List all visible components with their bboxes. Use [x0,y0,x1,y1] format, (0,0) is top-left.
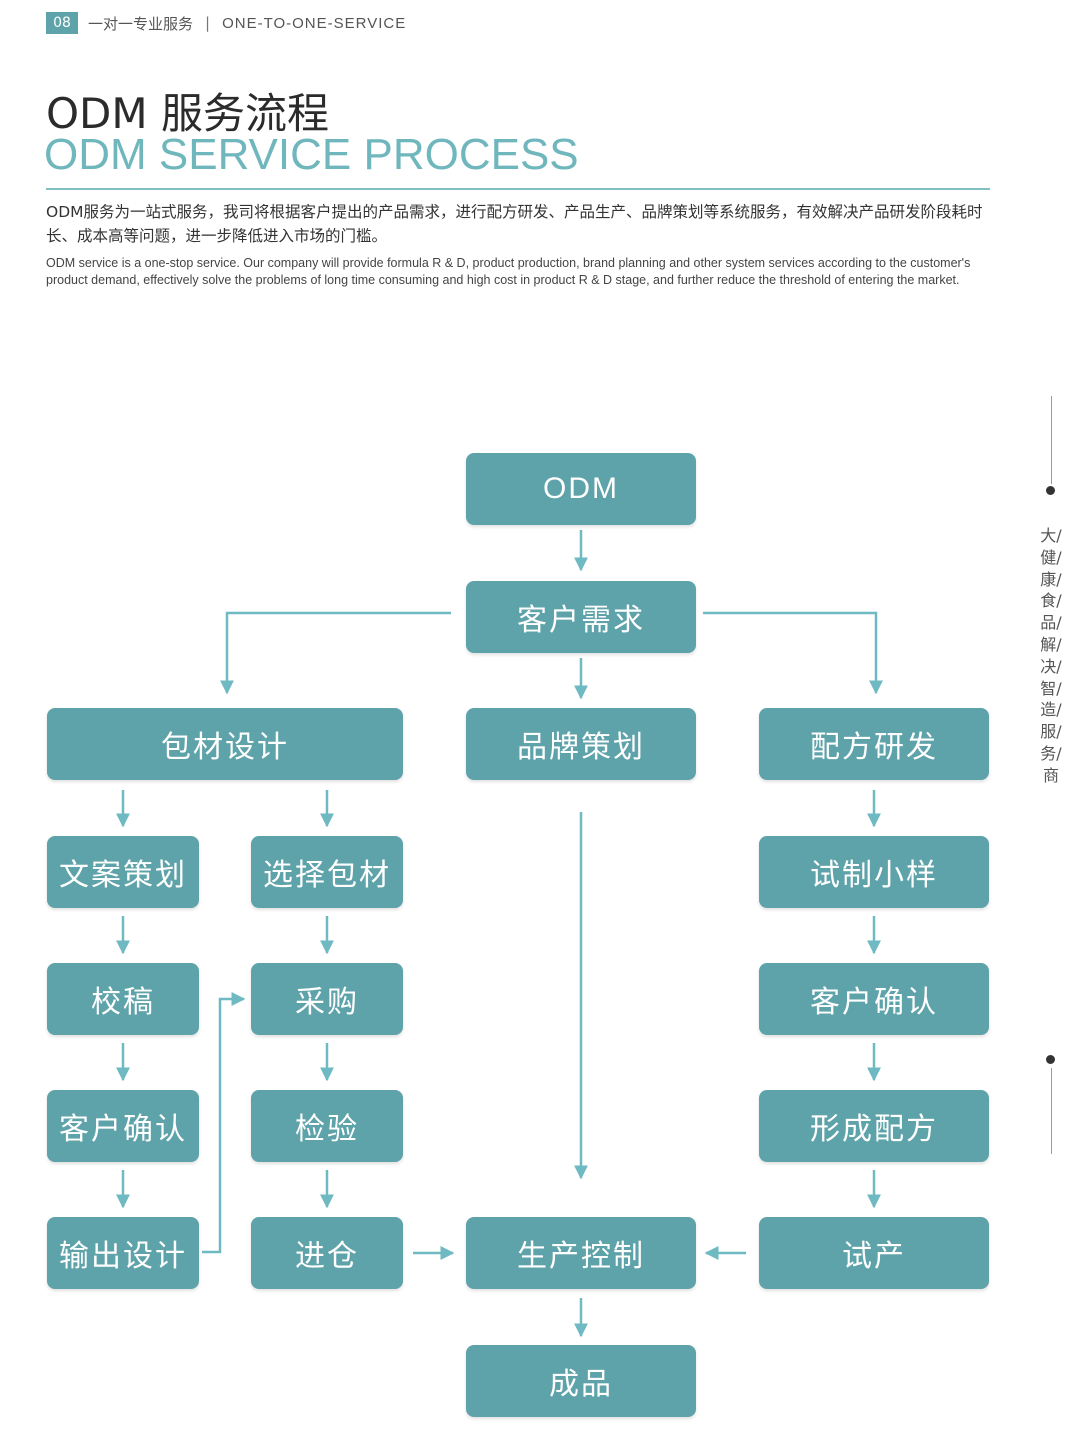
node-trial-sample: 试制小样 [759,836,989,908]
description-cn: ODM服务为一站式服务，我司将根据客户提出的产品需求，进行配方研发、产品生产、品… [46,203,983,245]
page-title-en: ODM SERVICE PROCESS [44,130,579,179]
node-finished-product: 成品 [466,1345,696,1417]
node-proofreading: 校稿 [47,963,199,1035]
node-warehousing: 进仓 [251,1217,403,1289]
node-copywriting: 文案策划 [47,836,199,908]
node-brand-planning: 品牌策划 [466,708,696,780]
title-divider [46,188,990,190]
node-packaging-design: 包材设计 [47,708,403,780]
node-customer-confirm-left: 客户确认 [47,1090,199,1162]
header-bar: 08 一对一专业服务 | ONE-TO-ONE-SERVICE [46,12,406,34]
header-separator: | [205,14,211,32]
sidebar-dot-top [1046,486,1055,495]
node-customer-confirm-right: 客户确认 [759,963,989,1035]
node-output-design: 输出设计 [47,1217,199,1289]
sidebar-dot-bottom [1046,1055,1055,1064]
node-trial-production: 试产 [759,1217,989,1289]
page-title-cn: ODM 服务流程 [46,89,329,138]
section-title-cn: 一对一专业服务 [88,14,194,33]
description-en: ODM service is a one-stop service. Our c… [46,256,971,287]
node-select-packaging: 选择包材 [251,836,403,908]
sidebar-line-top [1051,396,1052,484]
arrow-demand-to-packaging [220,611,451,695]
page-number: 08 [46,12,78,34]
sidebar-line-bottom [1051,1068,1052,1154]
node-formula-rd: 配方研发 [759,708,989,780]
sidebar-vertical-text: 大/健/康/食/品/解/决/智/造/服/务/商 [1040,526,1062,785]
node-purchasing: 采购 [251,963,403,1035]
section-title-en: ONE-TO-ONE-SERVICE [222,14,407,32]
arrow-output-to-purchasing [202,992,246,1254]
node-customer-demand: 客户需求 [466,581,696,653]
arrow-demand-to-formula [703,611,883,695]
node-inspection: 检验 [251,1090,403,1162]
node-form-formula: 形成配方 [759,1090,989,1162]
node-odm: ODM [466,453,696,525]
node-production-control: 生产控制 [466,1217,696,1289]
